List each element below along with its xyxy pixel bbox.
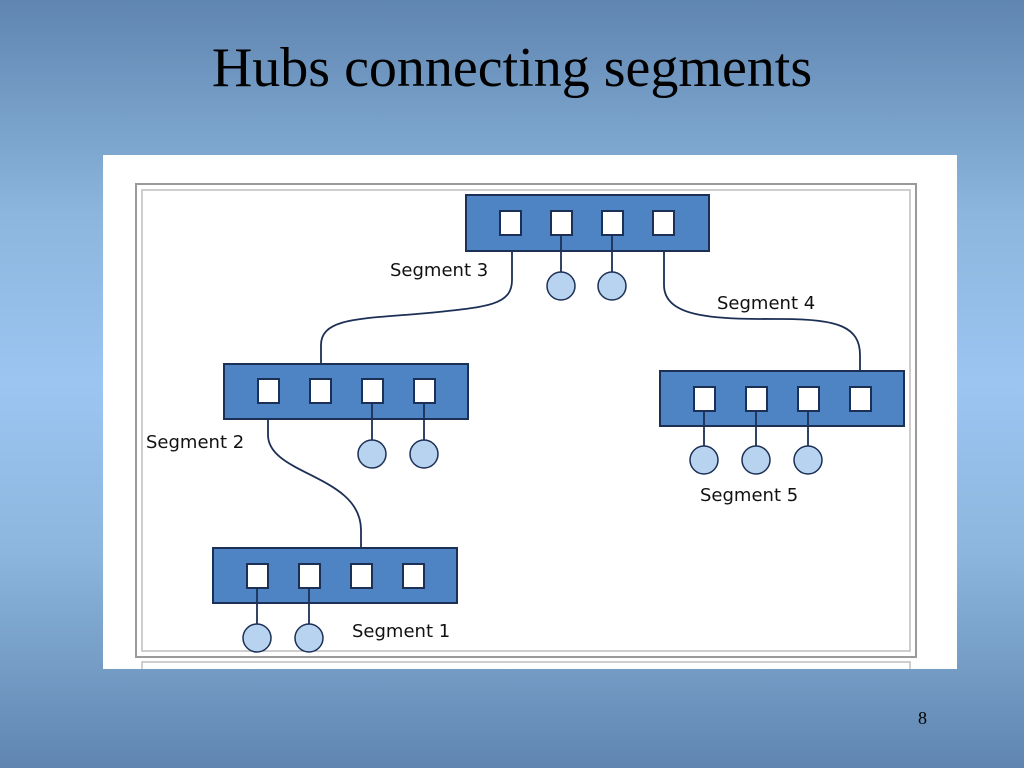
label-segment-2: Segment 2 (146, 432, 244, 453)
lower-figure-frame (141, 661, 911, 669)
segment-4-cable (663, 226, 861, 387)
network-diagram: Segment 3 Segment 4 Segment 2 Segment 5 … (135, 183, 917, 669)
diagram-panel: Segment 3 Segment 4 Segment 2 Segment 5 … (103, 155, 957, 669)
label-segment-1: Segment 1 (352, 621, 450, 642)
hub-port (797, 386, 820, 412)
hub-segment-3 (465, 194, 710, 301)
host-computer (689, 445, 719, 475)
diagram-inner-frame (141, 189, 911, 652)
hub-port (257, 378, 280, 404)
hub-port (413, 378, 436, 404)
segment-2-cable (267, 403, 362, 565)
hub-port (652, 210, 675, 236)
host-computer (793, 445, 823, 475)
hub-port (499, 210, 522, 236)
hub-port (350, 563, 373, 589)
hub-port (601, 210, 624, 236)
host-computer (357, 439, 387, 469)
host-computer (294, 623, 324, 653)
segment-3-cable (320, 226, 513, 383)
slide-title: Hubs connecting segments (211, 37, 813, 99)
label-segment-3: Segment 3 (390, 260, 488, 281)
hub-port (745, 386, 768, 412)
host-computer (242, 623, 272, 653)
hub-port (550, 210, 573, 236)
hub-port (849, 386, 872, 412)
hub-port (309, 378, 332, 404)
page-number: 8 (918, 708, 927, 728)
host-computer (409, 439, 439, 469)
host-computer (597, 271, 627, 301)
hub-segment-1 (212, 547, 458, 653)
hub-port (298, 563, 321, 589)
hub-port (246, 563, 269, 589)
hub-port (361, 378, 384, 404)
hub-port (693, 386, 716, 412)
hub-segment-2 (223, 363, 469, 469)
diagram-outer-frame (135, 183, 917, 658)
host-computer (546, 271, 576, 301)
label-segment-5: Segment 5 (700, 485, 798, 506)
hub-segment-5 (659, 370, 905, 475)
host-computer (741, 445, 771, 475)
hub-port (402, 563, 425, 589)
label-segment-4: Segment 4 (717, 293, 815, 314)
